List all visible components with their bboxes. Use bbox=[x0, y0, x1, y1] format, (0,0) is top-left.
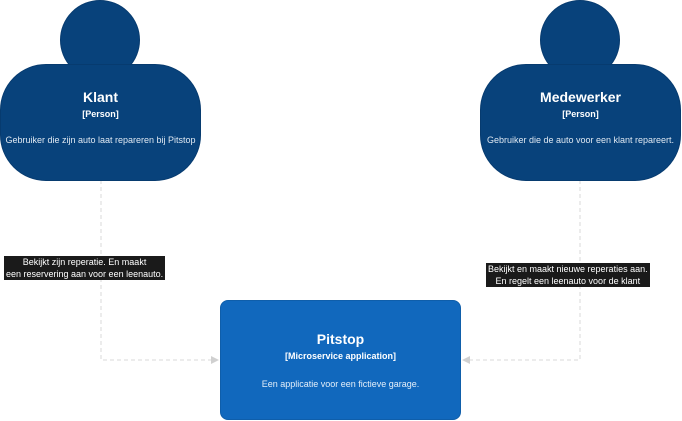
klant-description: Gebruiker die zijn auto laat repareren b… bbox=[5, 135, 196, 145]
edge-label-klant: Bekijkt zijn reperatie. En maakt een res… bbox=[4, 256, 166, 280]
medewerker-title: Medewerker bbox=[540, 89, 621, 105]
pitstop-description: Een applicatie voor een fictieve garage. bbox=[261, 379, 420, 389]
pitstop-type: [Microservice application] bbox=[284, 351, 397, 361]
klant-person-node[interactable]: Klant [Person] Gebruiker die zijn auto l… bbox=[0, 64, 201, 181]
edge-label-medewerker-line2: En regelt een leenauto voor de klant bbox=[495, 276, 641, 286]
edge-label-klant-line1: Bekijkt zijn reperatie. En maakt bbox=[22, 257, 147, 267]
klant-type: [Person] bbox=[82, 109, 119, 119]
medewerker-description: Gebruiker die de auto voor een klant rep… bbox=[486, 135, 675, 145]
pitstop-system-node[interactable]: Pitstop [Microservice application] Een a… bbox=[220, 300, 461, 420]
edge-medewerker-to-pitstop bbox=[462, 180, 581, 364]
medewerker-type: [Person] bbox=[562, 109, 599, 119]
edge-klant-to-pitstop bbox=[100, 180, 219, 364]
edge-label-klant-line2: een reservering aan voor een leenauto. bbox=[6, 269, 164, 279]
edge-label-medewerker-line1: Bekijkt en maakt nieuwe reperaties aan. bbox=[488, 264, 648, 274]
pitstop-title: Pitstop bbox=[316, 331, 365, 347]
klant-title: Klant bbox=[83, 89, 118, 105]
medewerker-person-node[interactable]: Medewerker [Person] Gebruiker die de aut… bbox=[480, 64, 681, 181]
edge-label-medewerker: Bekijkt en maakt nieuwe reperaties aan. … bbox=[486, 263, 650, 287]
